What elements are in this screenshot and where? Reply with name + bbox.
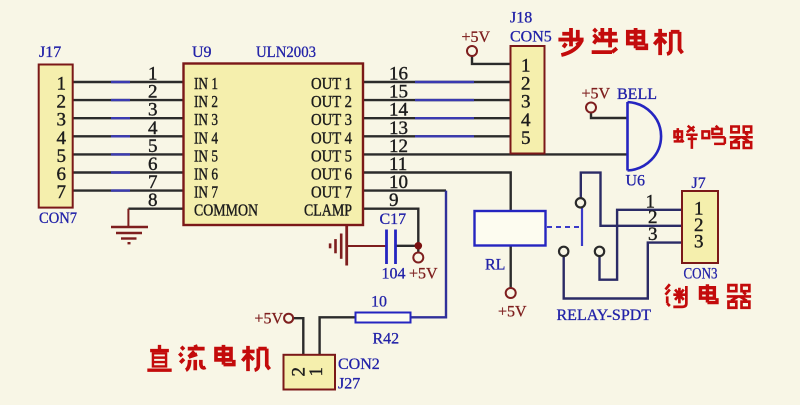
svg-text:CON5: CON5 [510, 29, 552, 46]
svg-text:BELL: BELL [617, 86, 657, 103]
svg-text:2: 2 [648, 207, 658, 228]
svg-text:J7: J7 [692, 175, 706, 192]
svg-text:R42: R42 [373, 331, 400, 348]
svg-text:3: 3 [148, 100, 158, 121]
svg-text:10: 10 [389, 172, 408, 193]
svg-text:12: 12 [389, 136, 408, 157]
svg-text:C17: C17 [380, 211, 407, 228]
svg-text:1: 1 [57, 74, 67, 95]
svg-text:2: 2 [694, 215, 704, 236]
svg-text:OUT 2: OUT 2 [311, 92, 352, 111]
svg-text:1: 1 [306, 367, 327, 377]
svg-text:U6: U6 [626, 173, 646, 190]
svg-text:+5V: +5V [254, 311, 283, 328]
svg-text:4: 4 [521, 110, 531, 131]
svg-text:IN 4: IN 4 [194, 128, 218, 147]
svg-text:6: 6 [148, 154, 158, 175]
svg-text:IN 3: IN 3 [194, 110, 218, 129]
svg-text:+5V: +5V [409, 266, 438, 283]
svg-text:16: 16 [389, 64, 408, 85]
svg-text:OUT 6: OUT 6 [311, 165, 352, 184]
svg-text:IN 5: IN 5 [194, 146, 218, 165]
svg-text:OUT 3: OUT 3 [311, 110, 352, 129]
svg-text:5: 5 [148, 136, 158, 157]
svg-text:1: 1 [148, 64, 158, 85]
svg-text:CON2: CON2 [338, 356, 380, 373]
svg-text:104: 104 [382, 266, 406, 283]
svg-text:+5V: +5V [582, 86, 611, 103]
svg-text:2: 2 [288, 367, 309, 377]
svg-text:CLAMP: CLAMP [304, 201, 352, 220]
svg-text:CON7: CON7 [39, 210, 77, 227]
svg-text:OUT 4: OUT 4 [311, 128, 352, 147]
svg-text:3: 3 [521, 92, 531, 113]
svg-text:RL: RL [485, 257, 505, 274]
svg-text:RELAY-SPDT: RELAY-SPDT [557, 307, 652, 324]
svg-text:+5V: +5V [462, 29, 491, 46]
svg-text:4: 4 [148, 118, 158, 139]
svg-text:J17: J17 [39, 44, 61, 61]
svg-text:2: 2 [148, 82, 158, 103]
svg-text:10: 10 [371, 294, 387, 311]
svg-text:14: 14 [389, 100, 409, 121]
svg-text:3: 3 [57, 110, 67, 131]
svg-text:OUT 1: OUT 1 [311, 74, 352, 93]
svg-text:15: 15 [389, 82, 408, 103]
svg-text:5: 5 [521, 128, 531, 149]
svg-text:OUT 7: OUT 7 [311, 183, 352, 202]
svg-text:IN 2: IN 2 [194, 92, 218, 111]
svg-text:OUT 5: OUT 5 [311, 146, 352, 165]
svg-text:7: 7 [148, 172, 158, 193]
svg-text:4: 4 [57, 128, 67, 149]
svg-text:IN 7: IN 7 [194, 183, 218, 202]
svg-text:8: 8 [148, 190, 158, 211]
svg-text:1: 1 [521, 56, 531, 77]
svg-text:3: 3 [648, 224, 658, 245]
svg-text:7: 7 [57, 182, 67, 203]
svg-text:2: 2 [521, 74, 531, 95]
svg-text:J27: J27 [338, 376, 360, 393]
svg-text:6: 6 [57, 164, 67, 185]
svg-text:1: 1 [694, 199, 704, 220]
svg-text:1: 1 [646, 191, 656, 212]
svg-text:11: 11 [389, 154, 407, 175]
svg-text:13: 13 [389, 118, 408, 139]
svg-text:IN 6: IN 6 [194, 165, 218, 184]
svg-text:U9: U9 [192, 44, 212, 61]
svg-text:COMMON: COMMON [194, 201, 258, 220]
svg-text:IN 1: IN 1 [194, 74, 218, 93]
svg-text:9: 9 [389, 190, 399, 211]
svg-text:J18: J18 [510, 10, 532, 27]
svg-text:+5V: +5V [498, 304, 527, 321]
svg-text:3: 3 [694, 232, 704, 253]
svg-text:CON3: CON3 [684, 266, 718, 283]
svg-text:ULN2003: ULN2003 [256, 44, 316, 61]
svg-text:2: 2 [57, 92, 67, 113]
svg-text:5: 5 [57, 146, 67, 167]
